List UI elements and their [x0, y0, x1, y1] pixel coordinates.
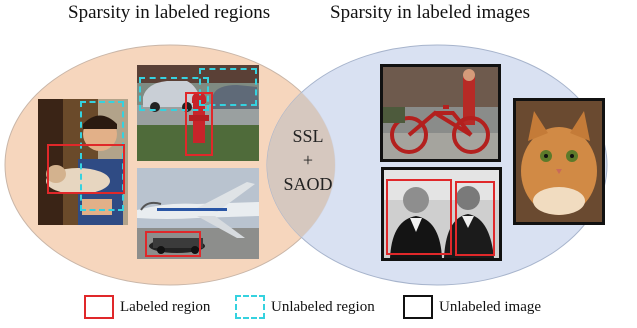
unlabeled-region-swatch	[235, 295, 265, 319]
unlabeled-region-box	[199, 68, 257, 106]
labeled-region-box	[386, 179, 452, 255]
street-fire-hydrant-image	[137, 65, 259, 161]
center-label-line1: SSL	[292, 126, 324, 146]
center-label-line2: +	[302, 150, 314, 170]
legend-unlabeled-region-label: Unlabeled region	[271, 298, 375, 315]
legend-unlabeled-image: Unlabeled image	[403, 295, 541, 319]
legend-unlabeled-image-label: Unlabeled image	[439, 298, 542, 315]
right-title: Sparsity in labeled images	[330, 2, 530, 23]
unlabeled-image-swatch	[403, 295, 433, 319]
center-label-line3: SAOD	[283, 174, 333, 194]
red-bicycle-image	[380, 64, 501, 162]
labeled-region-box	[455, 181, 495, 256]
center-label: SSL + SAOD	[276, 124, 340, 196]
legend-labeled-region-label: Labeled region	[120, 298, 211, 315]
unlabeled-region-box	[139, 77, 209, 111]
orange-cat-image	[513, 98, 605, 225]
labeled-region-box	[185, 92, 213, 156]
labeled-region-swatch	[84, 295, 114, 319]
labeled-region-box	[47, 144, 125, 194]
left-title: Sparsity in labeled regions	[68, 2, 271, 23]
labeled-region-box	[145, 231, 201, 257]
boy-with-cat-image	[38, 99, 128, 225]
airplane-with-car-image	[137, 168, 259, 259]
legend-unlabeled-region: Unlabeled region	[235, 295, 375, 319]
two-men-in-suits-image	[381, 167, 502, 261]
legend-labeled-region: Labeled region	[84, 295, 210, 319]
